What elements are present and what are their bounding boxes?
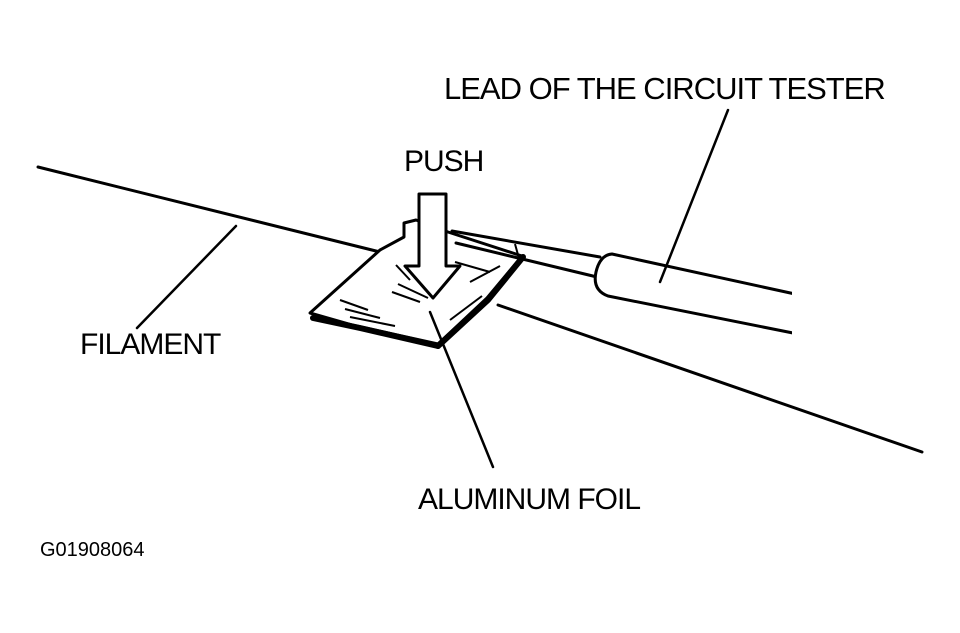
foil-leader: [428, 310, 495, 469]
lead-leader: [658, 108, 730, 284]
filament-leader: [135, 224, 238, 330]
lead-label: LEAD OF THE CIRCUIT TESTER: [444, 71, 886, 106]
filament-label: FILAMENT: [80, 328, 221, 361]
push-label: PUSH: [404, 145, 484, 178]
aluminum-foil: [308, 218, 526, 349]
figure-code: G01908064: [40, 539, 145, 561]
leader-lines: [135, 108, 730, 469]
tester-probe: [450, 229, 804, 340]
filament-line: [36, 165, 924, 454]
aluminum-foil-label: ALUMINUM FOIL: [418, 483, 641, 516]
push-arrow-icon: [403, 192, 462, 300]
